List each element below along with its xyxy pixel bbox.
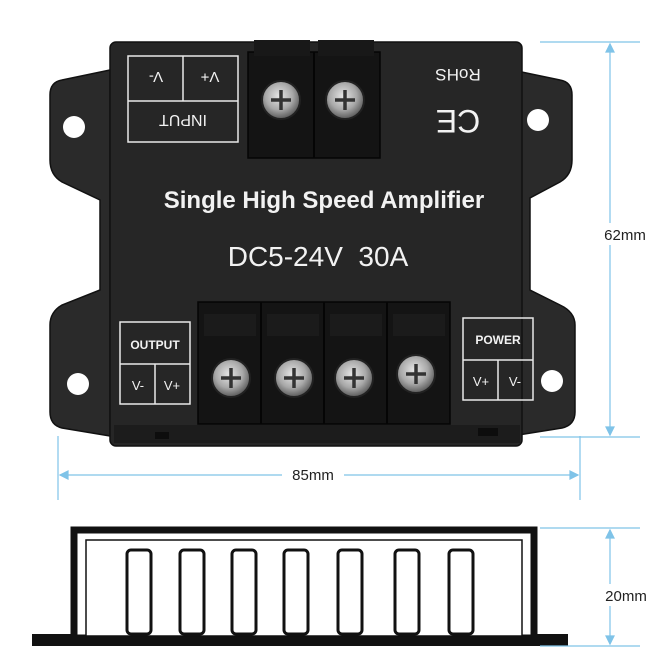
right-mounting-flange [511,69,576,437]
depth-dimension-label: 20mm [605,588,647,605]
input-label-box: V+ V- INPUT [127,55,239,143]
input-vminus-label: V- [149,68,163,85]
output-vplus-label: V+ [164,378,180,393]
device-side-view [32,526,568,646]
rohs-mark: RoHS [435,65,480,84]
left-mounting-flange [49,69,111,437]
mounting-hole [527,109,549,131]
input-label: INPUT [159,111,207,128]
mounting-hole [67,373,89,395]
voltage-rating: DC5-24V 30A [228,241,409,272]
mounting-hole [63,116,85,138]
output-label: OUTPUT [130,338,180,352]
width-dimension-label: 85mm [292,467,334,484]
output-label-box: OUTPUT V- V+ [119,321,191,405]
input-vplus-label: V+ [200,68,219,85]
input-terminal-block [247,40,381,159]
power-vplus-label: V+ [473,374,489,389]
amplifier-device: V+ V- INPUT RoHS CE Sing [49,40,576,447]
output-terminal-block [197,301,451,425]
mounting-hole [541,370,563,392]
product-title: Single High Speed Amplifier [164,187,484,214]
power-label-box: POWER V+ V- [462,317,534,401]
power-vminus-label: V- [509,374,521,389]
ce-mark: CE [436,103,480,139]
cooling-fins [125,548,475,636]
power-label: POWER [475,333,521,347]
output-vminus-label: V- [132,378,144,393]
height-dimension-label: 62mm [604,227,646,244]
